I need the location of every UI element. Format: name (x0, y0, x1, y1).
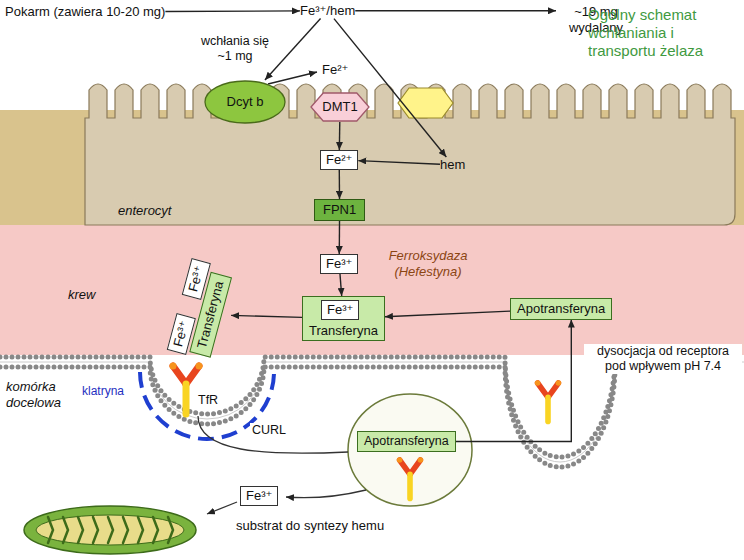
flow-arrow (165, 10, 300, 12)
flow-arrow (334, 19, 446, 157)
node-text: Fe²⁺ (326, 152, 352, 168)
mitochondrion (24, 506, 196, 554)
node-text: FPN1 (323, 202, 356, 218)
receptor-symbol (397, 457, 423, 498)
clathrin-label: klatryna (82, 384, 124, 398)
flow-arrow (340, 274, 342, 296)
receptor-symbol (535, 380, 561, 421)
curl-path (198, 416, 348, 453)
transferrin-box: Transferyna Fe³⁺ (302, 296, 385, 341)
pathway-label: CURL (250, 423, 288, 438)
apotransferrin-box: Apotransferyna (510, 298, 612, 320)
absorption-note: wchłania się ~1 mg (193, 34, 277, 64)
flow-arrow (358, 161, 440, 165)
flow-arrow (231, 315, 302, 317)
node-text: Fe³⁺/hem (300, 3, 355, 19)
dcytb-ellipse: Dcyt b (204, 80, 286, 124)
ferroportin-box: FPN1 (314, 199, 365, 221)
apotransferrin-box: Apotransferyna (357, 431, 456, 452)
iron-box: Fe³⁺ (321, 300, 359, 320)
node-text: Fe³⁺ (170, 319, 192, 349)
node-text: Fe³⁺ (185, 264, 207, 294)
cell-label: enterocyt (118, 203, 171, 219)
receptor-label: TfR (198, 393, 218, 408)
flow-arrow (456, 320, 572, 442)
flow-arrow (385, 311, 510, 317)
node-text: Fe³⁺ (246, 488, 272, 504)
heme-text: hem (440, 157, 465, 173)
iron-label: Fe²⁺ (322, 62, 348, 78)
node-text: DMT1 (322, 99, 357, 115)
node-text: Dcyt b (227, 94, 264, 110)
substrate-note: substrat do syntezy hemu (236, 518, 384, 534)
dmt1-hexagon: DMT1 (310, 92, 370, 122)
diagram-title: Ogólny schemat wchłaniania i transportu … (588, 6, 738, 60)
iron-heme: Fe³⁺/hem (300, 3, 355, 19)
region-label: krew (68, 287, 95, 303)
node-text: Apotransferyna (364, 434, 449, 449)
blood-band (0, 225, 744, 355)
receptor-symbol (170, 363, 203, 415)
flow-arrow (339, 221, 341, 254)
heme-transporter (398, 88, 453, 118)
flow-arrow (355, 10, 556, 11)
endosome (348, 394, 472, 506)
dissociation-note: dysocjacja od receptora pod wpływem pH 7… (584, 344, 742, 374)
flow-arrow (339, 170, 341, 199)
flow-arrow (265, 19, 321, 80)
node-text: Apotransferyna (517, 301, 605, 317)
enterocyte-cell (85, 84, 735, 225)
node-text: Fe³⁺ (327, 302, 353, 318)
iron-box: Fe²⁺ (320, 150, 358, 170)
node-text: hem (440, 157, 465, 173)
node-text: Pokarm (zawiera 10-20 mg) (5, 4, 165, 20)
iron-box: Fe³⁺ (320, 254, 358, 274)
food-text: Pokarm (zawiera 10-20 mg) (5, 4, 165, 20)
enzyme-label: Ferroksydaza (Hefestyna) (376, 248, 480, 279)
iron-to-mito-arrow (207, 502, 237, 514)
region-label: komórka docelowa (6, 379, 78, 410)
node-text: Transferyna (309, 323, 378, 339)
iron-release-arrow (286, 490, 366, 498)
flow-arrow (339, 122, 341, 150)
reduction-arrow (268, 72, 317, 84)
node-text: Fe³⁺ (326, 256, 352, 272)
iron-box: Fe³⁺ (240, 486, 278, 506)
